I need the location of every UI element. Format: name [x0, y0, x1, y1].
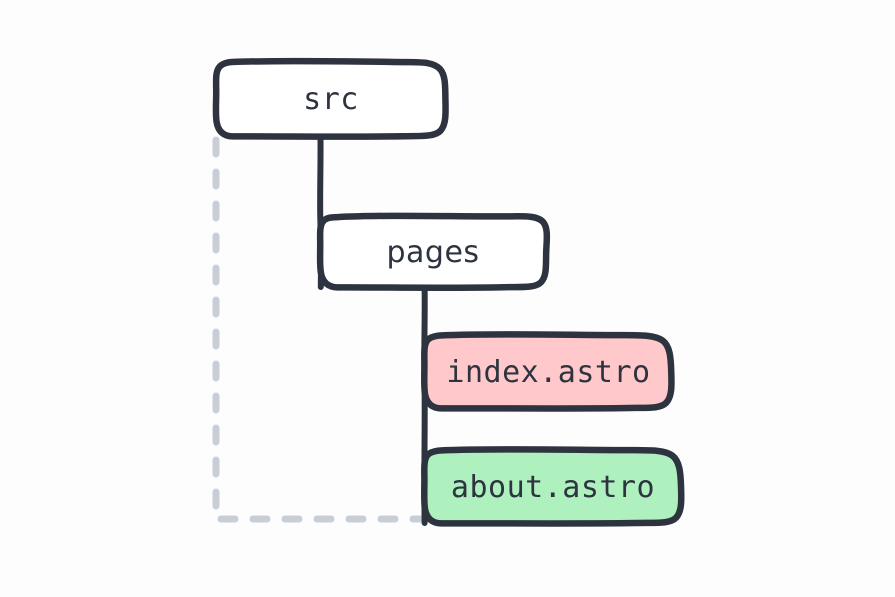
node-box-src[interactable]: [212, 57, 449, 140]
node-box-index-astro[interactable]: [420, 331, 675, 412]
dashed-guide-line: [212, 136, 430, 523]
node-box-about-astro[interactable]: [420, 446, 685, 527]
node-box-pages[interactable]: [316, 212, 551, 291]
